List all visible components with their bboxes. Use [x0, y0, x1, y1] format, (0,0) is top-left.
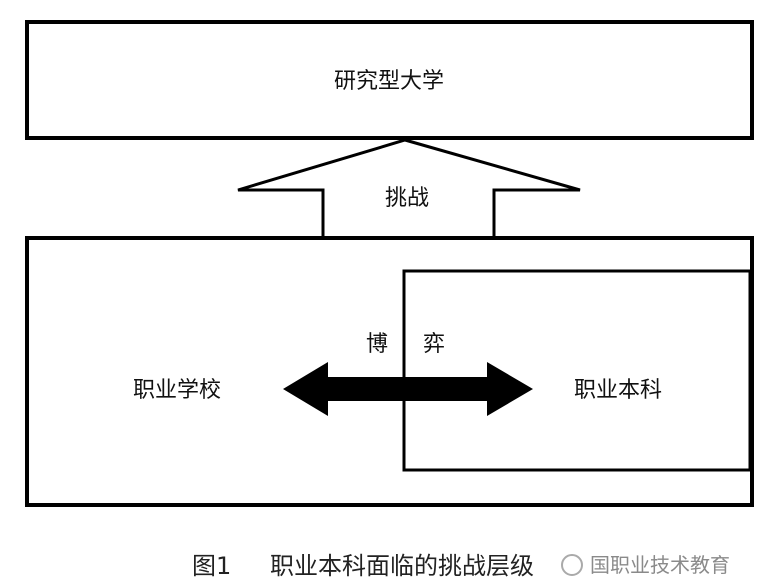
watermark-text: 国职业技术教育 [590, 553, 730, 577]
research-university-box [25, 20, 754, 140]
watermark-logo-icon [561, 554, 583, 576]
figure-number: 图1 [192, 552, 231, 580]
vocational-undergraduate-label: 职业本科 [574, 378, 662, 403]
game-label-left: 博 [366, 332, 388, 357]
vocational-school-label: 职业学校 [133, 378, 221, 403]
vocational-undergraduate-box [402, 269, 752, 472]
challenge-arrow [237, 138, 581, 237]
figure-title: 职业本科面临的挑战层级 [270, 552, 534, 580]
research-university-label: 研究型大学 [334, 69, 444, 94]
game-label-right: 弈 [423, 332, 445, 357]
challenge-arrow-label: 挑战 [385, 186, 429, 211]
double-headed-arrow [283, 362, 533, 416]
